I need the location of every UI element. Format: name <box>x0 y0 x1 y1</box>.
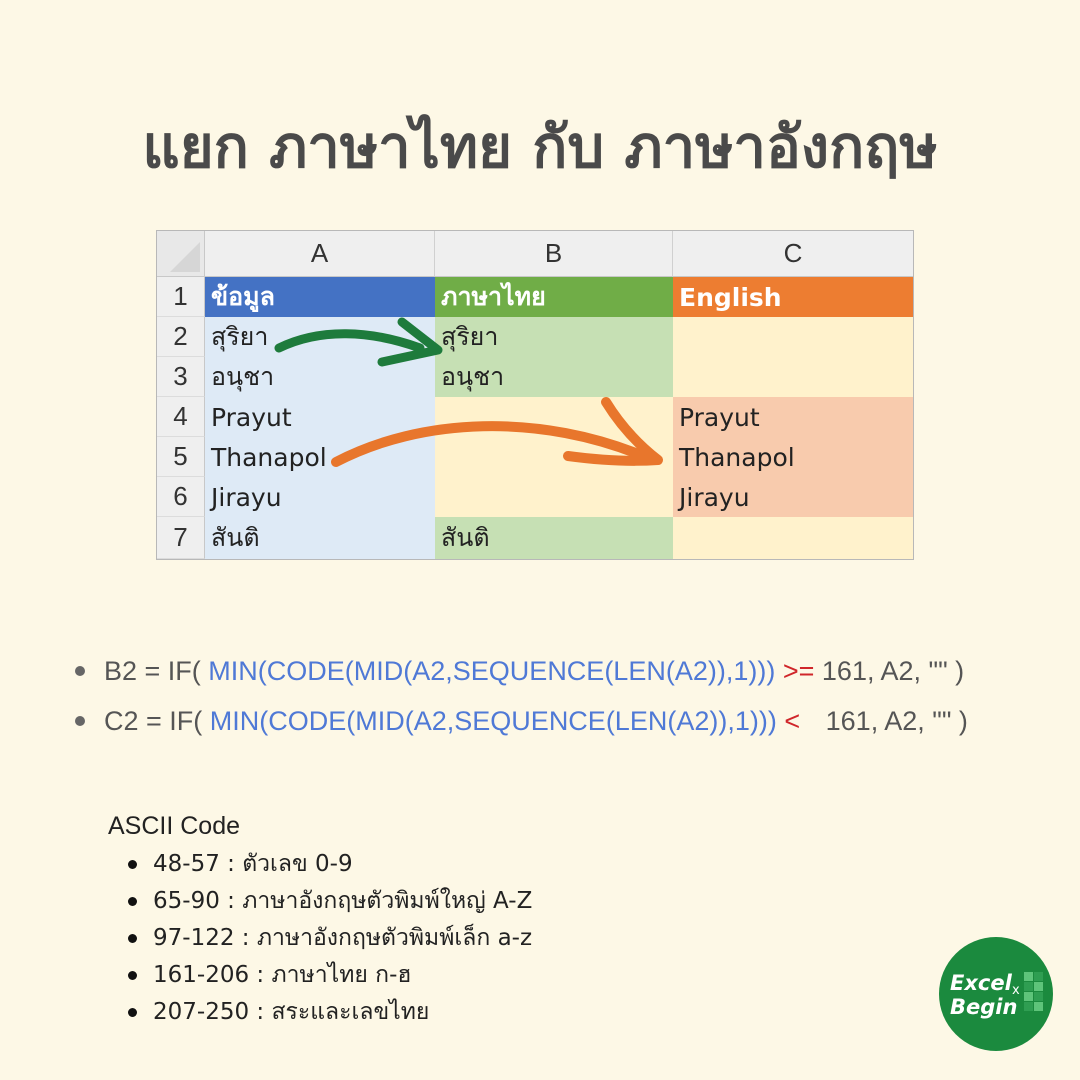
cell-c7[interactable] <box>673 517 913 559</box>
row-header-7[interactable]: 7 <box>157 517 205 559</box>
formula-function: MIN(CODE(MID(A2,SEQUENCE(LEN(A2)),1))) <box>208 656 776 686</box>
row-header-3[interactable]: 3 <box>157 357 205 397</box>
spreadsheet: A B C 1 2 3 4 5 6 7 ข้อมูล ภาษาไทย Engli… <box>156 230 914 560</box>
ascii-item-text: 207-250 : สระและเลขไทย <box>153 999 430 1025</box>
formula-operator: >= <box>782 656 815 686</box>
row-header-2[interactable]: 2 <box>157 317 205 357</box>
bullet-icon <box>128 1008 137 1017</box>
ascii-list: 48-57 : ตัวเลข 0-9 65-90 : ภาษาอังกฤษตัว… <box>108 846 532 1031</box>
bullet-icon <box>75 666 85 676</box>
cell-a2[interactable]: สุริยา <box>211 322 269 351</box>
cell-b7[interactable]: สันติ <box>441 523 490 552</box>
ascii-item-text: 65-90 : ภาษาอังกฤษตัวพิมพ์ใหญ่ A-Z <box>153 888 533 914</box>
ascii-item: 161-206 : ภาษาไทย ก-ฮ <box>128 957 532 994</box>
excel-grid-icon <box>1024 972 1043 1011</box>
formula-suffix: 161, A2, "" ) <box>821 656 965 686</box>
cell-b2[interactable]: สุริยา <box>441 322 499 351</box>
column-c-fill-english <box>673 397 913 517</box>
formula-prefix: C2 = IF( <box>104 706 203 736</box>
cell-a1[interactable]: ข้อมูล <box>205 277 435 317</box>
bullet-icon <box>128 897 137 906</box>
row-header-4[interactable]: 4 <box>157 397 205 437</box>
ascii-title: ASCII Code <box>108 812 241 840</box>
column-c-fill-empty <box>673 317 913 397</box>
logo-text-begin: Begin <box>950 995 1017 1019</box>
cell-a4[interactable]: Prayut <box>211 402 292 432</box>
formula-prefix: B2 = IF( <box>104 656 201 686</box>
row-header-5[interactable]: 5 <box>157 437 205 477</box>
formula-list: B2 = IF( MIN(CODE(MID(A2,SEQUENCE(LEN(A2… <box>72 650 968 750</box>
formula-function: MIN(CODE(MID(A2,SEQUENCE(LEN(A2)),1))) <box>209 706 777 736</box>
ascii-item-text: 161-206 : ภาษาไทย ก-ฮ <box>153 962 412 988</box>
cell-a6[interactable]: Jirayu <box>211 482 282 512</box>
ascii-item-text: 97-122 : ภาษาอังกฤษตัวพิมพ์เล็ก a-z <box>153 925 533 951</box>
ascii-item: 207-250 : สระและเลขไทย <box>128 994 532 1031</box>
select-all-corner[interactable] <box>157 231 205 277</box>
cell-c5[interactable]: Thanapol <box>679 442 795 472</box>
cell-a7[interactable]: สันติ <box>211 523 260 552</box>
column-header-c[interactable]: C <box>673 231 913 277</box>
cell-a5[interactable]: Thanapol <box>211 442 327 472</box>
select-all-triangle-icon <box>170 242 200 272</box>
bullet-icon <box>128 860 137 869</box>
cell-b6[interactable] <box>435 477 673 517</box>
logo-text-excel: Excel <box>950 971 1013 995</box>
cell-b1[interactable]: ภาษาไทย <box>435 277 673 317</box>
logo-circle <box>939 937 1053 1051</box>
formula-operator: < <box>784 706 801 736</box>
row-header-6[interactable]: 6 <box>157 477 205 517</box>
page-title: แยก ภาษาไทย กับ ภาษาอังกฤษ <box>142 113 938 181</box>
logo-text-mark: x <box>1012 983 1020 998</box>
cell-b4[interactable] <box>435 397 673 437</box>
cell-c3[interactable] <box>673 357 913 397</box>
cell-a3[interactable]: อนุชา <box>211 362 275 391</box>
cell-c4[interactable]: Prayut <box>679 402 760 432</box>
row-header-1[interactable]: 1 <box>157 277 205 317</box>
bullet-icon <box>75 716 85 726</box>
formula-c2: C2 = IF( MIN(CODE(MID(A2,SEQUENCE(LEN(A2… <box>72 700 968 750</box>
column-b-fill-thai-2 <box>435 517 673 559</box>
ascii-section: ASCII Code 48-57 : ตัวเลข 0-9 65-90 : ภา… <box>108 806 532 1031</box>
cell-c1[interactable]: English <box>673 277 913 317</box>
cell-c6[interactable]: Jirayu <box>679 482 750 512</box>
cell-c2[interactable] <box>673 317 913 357</box>
ascii-item: 48-57 : ตัวเลข 0-9 <box>128 846 532 883</box>
ascii-item: 65-90 : ภาษาอังกฤษตัวพิมพ์ใหญ่ A-Z <box>128 883 532 920</box>
column-header-b[interactable]: B <box>435 231 673 277</box>
bullet-icon <box>128 971 137 980</box>
column-header-a[interactable]: A <box>205 231 435 277</box>
column-b-fill-thai <box>435 317 673 397</box>
formula-suffix: 161, A2, "" ) <box>825 706 968 736</box>
ascii-item-text: 48-57 : ตัวเลข 0-9 <box>153 851 353 877</box>
ascii-item: 97-122 : ภาษาอังกฤษตัวพิมพ์เล็ก a-z <box>128 920 532 957</box>
cell-b5[interactable] <box>435 437 673 477</box>
column-c-fill-empty-2 <box>673 517 913 559</box>
cell-b3[interactable]: อนุชา <box>441 362 505 391</box>
excel-begin-logo: Excel Begin x <box>939 937 1053 1051</box>
bullet-icon <box>128 934 137 943</box>
formula-b2: B2 = IF( MIN(CODE(MID(A2,SEQUENCE(LEN(A2… <box>72 650 968 700</box>
